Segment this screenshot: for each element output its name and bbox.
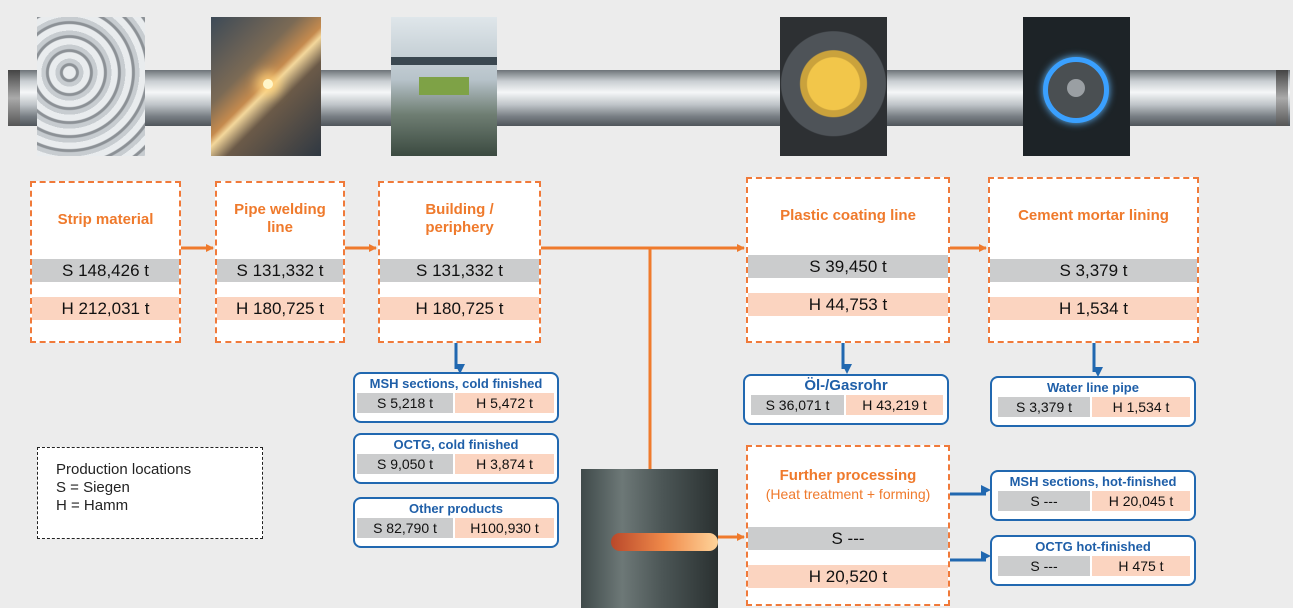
hamm-value: H 20,045 t	[1092, 491, 1190, 511]
hamm-value: H 20,520 t	[748, 565, 948, 588]
product-title: Öl-/Gasrohr	[804, 377, 888, 394]
product-octg-hot: OCTG hot-finished S --- H 475 t	[990, 535, 1196, 586]
hamm-value: H 212,031 t	[32, 297, 179, 320]
siegen-value: S 131,332 t	[217, 259, 343, 282]
stage-title: Further processing	[779, 467, 917, 484]
strip-coils-photo	[37, 17, 145, 156]
siegen-value: S 3,379 t	[998, 397, 1090, 417]
product-water-line-pipe: Water line pipe S 3,379 t H 1,534 t	[990, 376, 1196, 427]
stage-title: Plastic coating line	[780, 207, 916, 224]
product-title: OCTG hot-finished	[1035, 539, 1151, 554]
product-title: MSH sections, cold finished	[369, 376, 543, 391]
hamm-value: H 43,219 t	[846, 395, 943, 415]
stage-title: Strip material	[57, 211, 154, 228]
product-title: OCTG, cold finished	[393, 437, 519, 452]
hamm-value: H 5,472 t	[455, 393, 554, 413]
siegen-value: S 148,426 t	[32, 259, 179, 282]
siegen-value: S 131,332 t	[380, 259, 539, 282]
legend-hamm: H = Hamm	[56, 497, 129, 514]
siegen-value: S 9,050 t	[357, 454, 453, 474]
product-msh-hot: MSH sections, hot-finished S --- H 20,04…	[990, 470, 1196, 521]
siegen-value: S 36,071 t	[751, 395, 844, 415]
hamm-value: H100,930 t	[455, 518, 554, 538]
product-title: Water line pipe	[1047, 380, 1139, 395]
stage-title-line2: line	[267, 219, 293, 236]
siegen-value: S ---	[998, 491, 1090, 511]
stage-plastic-coating: Plastic coating line S 39,450 t H 44,753…	[746, 177, 950, 343]
stage-pipe-welding: Pipe welding line S 131,332 t H 180,725 …	[215, 181, 345, 343]
siegen-value: S 3,379 t	[990, 259, 1197, 282]
legend-siegen: S = Siegen	[56, 479, 130, 496]
coating-machine-photo	[780, 17, 887, 156]
stage-title-line2: periphery	[425, 219, 494, 236]
product-oil-gas-pipe: Öl-/Gasrohr S 36,071 t H 43,219 t	[743, 374, 949, 425]
hamm-value: H 180,725 t	[217, 297, 343, 320]
legend-title: Production locations	[56, 461, 192, 478]
siegen-value: S 39,450 t	[748, 255, 948, 278]
siegen-value: S ---	[998, 556, 1090, 576]
siegen-value: S 82,790 t	[357, 518, 453, 538]
production-locations-legend: Production locations S = Siegen H = Hamm	[37, 447, 263, 539]
rolling-mill-photo	[581, 469, 718, 608]
cement-pipe-photo	[1023, 17, 1130, 156]
hamm-value: H 1,534 t	[1092, 397, 1190, 417]
pipe-ring	[1276, 70, 1288, 126]
product-title: MSH sections, hot-finished	[1009, 474, 1177, 489]
stage-title-line1: Building /	[425, 201, 494, 218]
product-octg-cold: OCTG, cold finished S 9,050 t H 3,874 t	[353, 433, 559, 484]
hamm-value: H 44,753 t	[748, 293, 948, 316]
crane-photo	[391, 17, 497, 156]
welding-photo	[211, 17, 321, 156]
pipe-ring	[8, 70, 20, 126]
stage-building-periphery: Building / periphery S 131,332 t H 180,7…	[378, 181, 541, 343]
product-msh-cold: MSH sections, cold finished S 5,218 t H …	[353, 372, 559, 423]
product-other: Other products S 82,790 t H100,930 t	[353, 497, 559, 548]
stage-title-line1: Pipe welding	[234, 201, 326, 218]
product-title: Other products	[409, 501, 503, 516]
siegen-value: S 5,218 t	[357, 393, 453, 413]
stage-subtitle: (Heat treatment + forming)	[765, 486, 931, 502]
stage-strip-material: Strip material S 148,426 t H 212,031 t	[30, 181, 181, 343]
stage-further-processing: Further processing (Heat treatment + for…	[746, 445, 950, 606]
hamm-value: H 475 t	[1092, 556, 1190, 576]
siegen-value: S ---	[748, 527, 948, 550]
stage-cement-mortar: Cement mortar lining S 3,379 t H 1,534 t	[988, 177, 1199, 343]
stage-title: Cement mortar lining	[1018, 207, 1169, 224]
hamm-value: H 180,725 t	[380, 297, 539, 320]
hamm-value: H 1,534 t	[990, 297, 1197, 320]
hamm-value: H 3,874 t	[455, 454, 554, 474]
